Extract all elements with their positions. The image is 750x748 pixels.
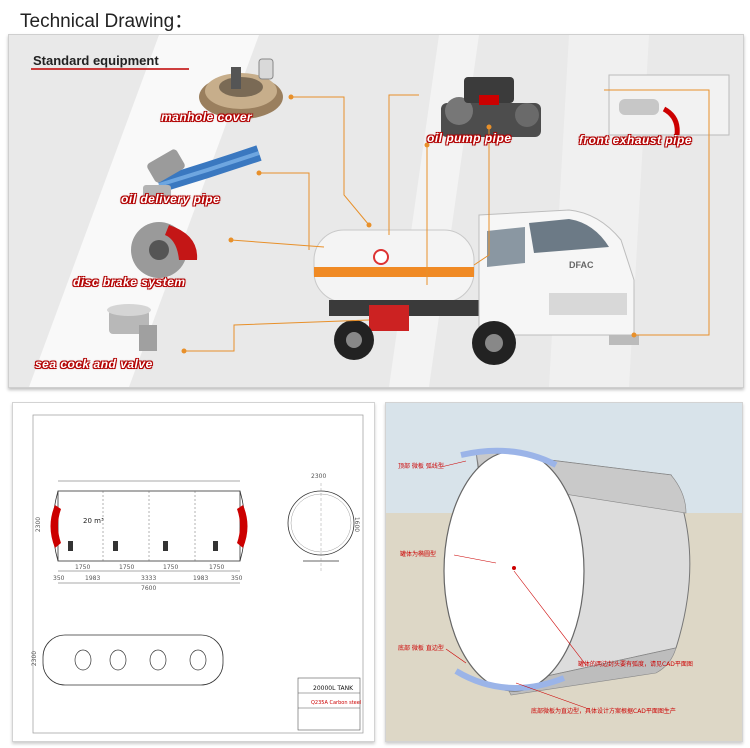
manhole-cover-image bbox=[199, 58, 283, 119]
equipment-graphics bbox=[29, 35, 730, 387]
tank-volume: 20 m³ bbox=[83, 517, 104, 525]
label-sea-cock-and-valve: sea cock and valve bbox=[35, 357, 153, 371]
dim-height-top-view: 2300 bbox=[31, 650, 39, 667]
sea-cock-image bbox=[107, 304, 157, 351]
note-bottom: 底部 微板 直边型 bbox=[398, 645, 444, 652]
front-exhaust-image bbox=[608, 74, 730, 136]
dim-seg4: 1750 bbox=[209, 564, 225, 571]
title-block-line2: Q235A Carbon steel bbox=[311, 700, 362, 706]
leader-lines bbox=[184, 89, 710, 352]
label-oil-delivery-pipe: oil delivery pipe bbox=[121, 192, 221, 206]
dim-b4: 1983 bbox=[193, 575, 209, 582]
dim-end-height: 1600 bbox=[353, 516, 361, 533]
fuel-truck-image bbox=[313, 209, 639, 365]
cad-drawing bbox=[32, 414, 364, 734]
label-front-exhaust-pipe: front exhaust pipe bbox=[579, 133, 693, 147]
dim-seg3: 1750 bbox=[163, 564, 179, 571]
cad-drawing-panel: 2300 20 m³ 1750 1750 1750 1750 350 1983 … bbox=[12, 402, 375, 742]
dim-end-width: 2300 bbox=[311, 473, 327, 480]
truck-badge: DFAC bbox=[569, 260, 594, 270]
tank-render-panel: 顶部 微板 弧线型 罐体为椭圆型 底部 微板 直边型 罐体的两边封头要有弧度，请… bbox=[385, 402, 743, 742]
dim-height-left: 2300 bbox=[35, 516, 43, 533]
dim-seg1: 1750 bbox=[75, 564, 91, 571]
note-body-shape: 罐体为椭圆型 bbox=[400, 551, 437, 558]
note-end: 罐体的两边封头要有弧度，请见CAD平面图 bbox=[578, 661, 693, 668]
dim-b5: 350 bbox=[231, 575, 243, 582]
label-disc-brake-system: disc brake system bbox=[73, 275, 186, 289]
title-block-line1: 20000L TANK bbox=[313, 685, 354, 692]
standard-equipment-panel: Standard equipment manhole cover oil del… bbox=[8, 34, 744, 388]
label-oil-pump-pipe: oil pump pipe bbox=[427, 131, 512, 145]
dim-b1: 350 bbox=[53, 575, 65, 582]
note-bottom-detail: 底部微板为直边型，具体设计方案根据CAD平面图生产 bbox=[531, 708, 676, 715]
dim-seg2: 1750 bbox=[119, 564, 135, 571]
disc-brake-image bbox=[131, 222, 198, 278]
oil-pump-image bbox=[441, 77, 541, 137]
page-title: Technical Drawing： bbox=[20, 11, 194, 32]
label-manhole-cover: manhole cover bbox=[161, 110, 253, 124]
dim-total: 7600 bbox=[141, 585, 157, 592]
dim-b3: 3333 bbox=[141, 575, 157, 582]
oil-delivery-pipe-image bbox=[143, 145, 262, 203]
tank-render bbox=[386, 403, 742, 741]
standard-equipment-heading: Standard equipment bbox=[33, 53, 159, 68]
note-top: 顶部 微板 弧线型 bbox=[398, 463, 444, 470]
leader-dots bbox=[181, 94, 637, 354]
dim-b2: 1983 bbox=[85, 575, 101, 582]
